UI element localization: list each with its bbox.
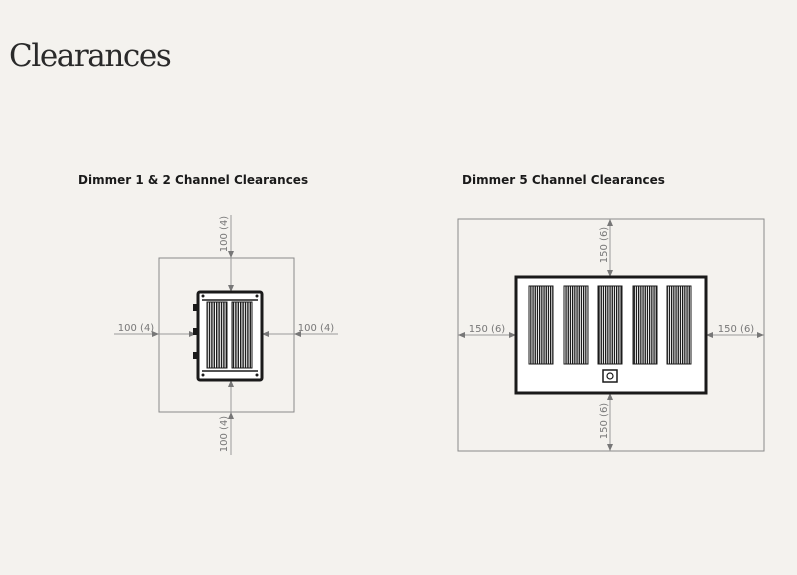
mounting-tab bbox=[193, 328, 199, 335]
dimension-label-right-1-2: 100 (4) bbox=[298, 323, 335, 334]
clearance-envelope-1-2 bbox=[158, 257, 295, 413]
arrowhead bbox=[228, 251, 234, 258]
screw bbox=[201, 294, 205, 298]
screw bbox=[201, 373, 205, 377]
arrowhead bbox=[607, 444, 613, 451]
diagram-title-5-channel: Dimmer 5 Channel Clearances bbox=[462, 173, 665, 187]
heatsink-5 bbox=[666, 285, 692, 365]
arrowhead bbox=[706, 332, 713, 338]
page-title: Clearances bbox=[9, 38, 172, 74]
mounting-tab bbox=[193, 352, 199, 359]
heatsink-3 bbox=[597, 285, 623, 365]
arrowhead bbox=[228, 412, 234, 419]
heatsink-4 bbox=[632, 285, 658, 365]
dimension-label-top-5: 150 (6) bbox=[599, 227, 610, 264]
dimension-label-left-1-2: 100 (4) bbox=[118, 323, 155, 334]
indicator-icon bbox=[602, 369, 618, 383]
arrowhead bbox=[262, 331, 269, 337]
dimension-label-right-5: 150 (6) bbox=[718, 324, 755, 335]
arrowhead bbox=[228, 285, 234, 292]
heatsink-1 bbox=[528, 285, 554, 365]
screw bbox=[255, 373, 259, 377]
diagram-5-channel: 150 (6) 150 (6) 150 (6) 150 (6) bbox=[457, 218, 765, 452]
dimension-label-bottom-5: 150 (6) bbox=[599, 403, 610, 440]
arrowhead bbox=[294, 331, 301, 337]
screw bbox=[255, 294, 259, 298]
heatsink-2 bbox=[231, 301, 253, 369]
arrowhead bbox=[607, 393, 613, 400]
heatsink-2 bbox=[563, 285, 589, 365]
heatsink-1 bbox=[206, 301, 228, 369]
arrowhead bbox=[152, 331, 159, 337]
dimension-label-top-1-2: 100 (4) bbox=[219, 216, 230, 253]
dimension-label-left-5: 150 (6) bbox=[469, 324, 506, 335]
mounting-tab bbox=[193, 304, 199, 311]
diagram-title-1-2-channel: Dimmer 1 & 2 Channel Clearances bbox=[78, 173, 309, 187]
arrowhead bbox=[607, 219, 613, 226]
arrowhead bbox=[509, 332, 516, 338]
indicator-led bbox=[606, 372, 614, 380]
diagram-1-2-channel: 100 (4) 100 (4) 100 (4) 100 (4) bbox=[114, 215, 338, 455]
arrowhead bbox=[228, 380, 234, 387]
dimension-label-bottom-1-2: 100 (4) bbox=[219, 416, 230, 453]
arrowhead bbox=[757, 332, 764, 338]
arrowhead bbox=[189, 331, 196, 337]
arrowhead bbox=[458, 332, 465, 338]
arrowhead bbox=[607, 270, 613, 277]
